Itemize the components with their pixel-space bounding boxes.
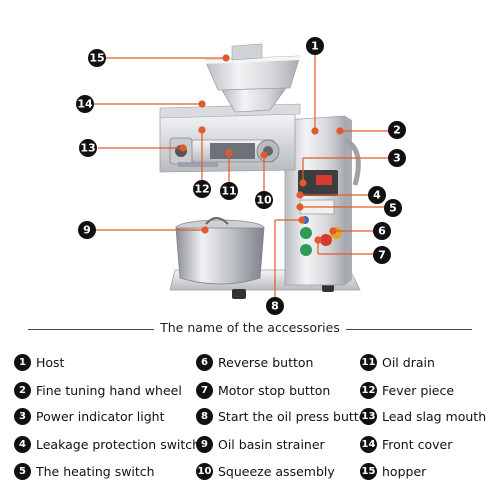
svg-text:2: 2 xyxy=(393,124,401,137)
legend-item-hand-wheel: 2 Fine tuning hand wheel xyxy=(14,380,182,400)
legend-item-motor-stop: 7 Motor stop button xyxy=(196,380,330,400)
legend-badge: 5 xyxy=(14,463,31,480)
legend-badge: 7 xyxy=(196,382,213,399)
legend-badge: 13 xyxy=(360,408,377,425)
svg-text:13: 13 xyxy=(80,142,95,155)
callout-11: 11 xyxy=(220,182,238,200)
legend-badge: 9 xyxy=(196,436,213,453)
legend-label: Host xyxy=(36,355,64,370)
svg-text:15: 15 xyxy=(89,52,104,65)
legend-label: Squeeze assembly xyxy=(218,464,335,479)
callout-8: 8 xyxy=(266,297,284,315)
svg-text:8: 8 xyxy=(271,300,279,313)
callout-15: 15 xyxy=(88,49,106,67)
legend-item-start-button: 8 Start the oil press button xyxy=(196,406,374,426)
callout-10: 10 xyxy=(255,191,273,209)
legend-label: Oil basin strainer xyxy=(218,437,325,452)
legend-label: Lead slag mouth xyxy=(382,409,486,424)
callout-13: 13 xyxy=(79,139,97,157)
legend-label: Oil drain xyxy=(382,355,435,370)
oil-basin xyxy=(176,218,264,284)
legend-label: Power indicator light xyxy=(36,409,164,424)
legend-badge: 14 xyxy=(360,436,377,453)
callout-4: 4 xyxy=(368,186,386,204)
callout-3: 3 xyxy=(388,149,406,167)
svg-text:14: 14 xyxy=(77,98,93,111)
legend-item-fever-piece: 12 Fever piece xyxy=(360,380,454,400)
legend-badge: 2 xyxy=(14,382,31,399)
svg-text:12: 12 xyxy=(194,183,209,196)
svg-text:9: 9 xyxy=(83,224,91,237)
legend-item-reverse-button: 6 Reverse button xyxy=(196,352,313,372)
legend-item-heating-switch: 5 The heating switch xyxy=(14,461,155,481)
legend-label: Motor stop button xyxy=(218,383,330,398)
legend-item-front-cover: 14 Front cover xyxy=(360,434,452,454)
callout-1: 1 xyxy=(306,37,324,55)
legend-label: Leakage protection switch xyxy=(36,437,200,452)
callout-2: 2 xyxy=(388,121,406,139)
legend-label: Front cover xyxy=(382,437,452,452)
svg-text:5: 5 xyxy=(389,202,397,215)
legend-item-squeeze-assembly: 10 Squeeze assembly xyxy=(196,461,335,481)
legend-item-power-light: 3 Power indicator light xyxy=(14,406,164,426)
svg-text:7: 7 xyxy=(378,249,386,262)
svg-text:4: 4 xyxy=(373,189,381,202)
svg-text:6: 6 xyxy=(378,225,386,238)
accessories-legend: 1 Host 2 Fine tuning hand wheel 3 Power … xyxy=(0,348,500,498)
section-title-row: The name of the accessories xyxy=(0,318,500,340)
legend-badge: 10 xyxy=(196,463,213,480)
legend-badge: 3 xyxy=(14,408,31,425)
legend-label: Fever piece xyxy=(382,383,454,398)
legend-item-slag-mouth: 13 Lead slag mouth xyxy=(360,406,486,426)
oil-press-illustration: 1 2 3 4 5 6 7 8 9 10 11 12 13 14 15 xyxy=(0,0,500,320)
legend-item-oil-drain: 11 Oil drain xyxy=(360,352,435,372)
legend-badge: 8 xyxy=(196,408,213,425)
svg-text:3: 3 xyxy=(393,152,401,165)
callout-7: 7 xyxy=(373,246,391,264)
legend-item-oil-strainer: 9 Oil basin strainer xyxy=(196,434,325,454)
callout-5: 5 xyxy=(384,199,402,217)
callout-12: 12 xyxy=(193,180,211,198)
legend-label: Reverse button xyxy=(218,355,313,370)
callout-14: 14 xyxy=(76,95,94,113)
legend-badge: 6 xyxy=(196,354,213,371)
legend-label: Fine tuning hand wheel xyxy=(36,383,182,398)
svg-text:11: 11 xyxy=(221,185,236,198)
legend-item-hopper: 15 hopper xyxy=(360,461,426,481)
legend-item-host: 1 Host xyxy=(14,352,64,372)
legend-item-leakage-switch: 4 Leakage protection switch xyxy=(14,434,200,454)
legend-badge: 1 xyxy=(14,354,31,371)
svg-text:10: 10 xyxy=(256,194,272,207)
legend-label: Start the oil press button xyxy=(218,409,374,424)
section-title: The name of the accessories xyxy=(0,320,500,335)
legend-badge: 15 xyxy=(360,463,377,480)
squeeze-assembly xyxy=(190,140,279,162)
hopper xyxy=(205,44,300,112)
callout-9: 9 xyxy=(78,221,96,239)
svg-text:1: 1 xyxy=(311,40,319,53)
legend-label: hopper xyxy=(382,464,426,479)
legend-label: The heating switch xyxy=(36,464,155,479)
callout-6: 6 xyxy=(373,222,391,240)
legend-badge: 4 xyxy=(14,436,31,453)
legend-badge: 12 xyxy=(360,382,377,399)
legend-badge: 11 xyxy=(360,354,377,371)
